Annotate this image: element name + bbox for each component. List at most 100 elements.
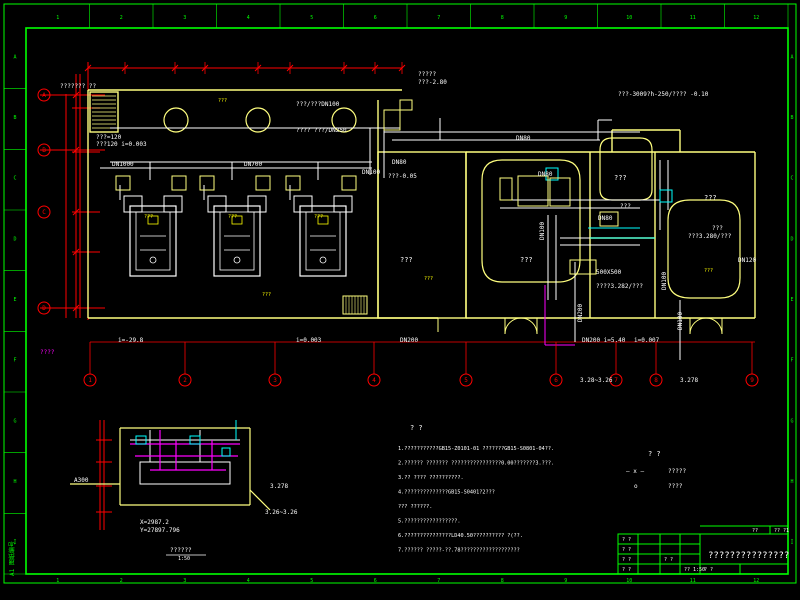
frame-tick-label: 6 xyxy=(374,15,377,21)
svg-text:DN700: DN700 xyxy=(244,161,262,168)
notes-heading: ? ? xyxy=(410,424,423,432)
frame-tick-label: I xyxy=(790,540,793,546)
svg-text:? ?: ? ? xyxy=(664,557,673,563)
frame-tick-label: C xyxy=(790,176,793,182)
svg-text:???3.280/???: ???3.280/??? xyxy=(688,233,732,240)
svg-text:???: ??? xyxy=(228,214,237,220)
svg-text:???: ??? xyxy=(704,268,713,274)
svg-text:???: ??? xyxy=(712,225,723,232)
frame-tick-label: 4 xyxy=(247,15,250,21)
legend-symbol: — x — xyxy=(626,468,644,475)
dimension-lines xyxy=(40,62,755,343)
detail-view: X=2987.2 Y=27897.796 3.278 3.26~3.26 A30… xyxy=(70,420,298,562)
svg-text:?? ?1: ?? ?1 xyxy=(774,528,789,534)
equipment-tags: ??? ??? ??? ??? ??? ??? ??? xyxy=(144,98,713,298)
side-stamp: A1 图纸编号 xyxy=(8,541,16,576)
frame-tick-label: 5 xyxy=(310,15,313,21)
note-item: ??? ??????. xyxy=(398,504,432,510)
svg-text:???: ??? xyxy=(620,203,631,210)
frame-tick-label: E xyxy=(13,297,16,303)
svg-text:???: ??? xyxy=(144,214,153,220)
svg-text:????: ???? xyxy=(40,349,55,356)
svg-text:? ?: ? ? xyxy=(622,547,631,553)
frame-tick-label: 11 xyxy=(690,15,696,21)
svg-text:DN80: DN80 xyxy=(598,215,613,222)
frame-tick-label: 7 xyxy=(437,15,440,21)
frame-tick-label: 7 xyxy=(437,578,440,584)
frame-tick-label: B xyxy=(13,115,16,121)
note-item: 7.?????? ?????-??.78??????????????????? xyxy=(398,548,520,554)
svg-text:???: ??? xyxy=(520,256,533,264)
grid-col-label: 7 xyxy=(614,377,618,384)
note-item: 3.?? ???? ??????????. xyxy=(398,475,464,481)
svg-text:A300: A300 xyxy=(74,477,89,484)
dimension-ticks xyxy=(72,62,406,312)
svg-text:DN100: DN100 xyxy=(661,272,668,290)
svg-text:3.28~3.26: 3.28~3.26 xyxy=(580,377,613,384)
legend-heading: ? ? xyxy=(648,450,661,458)
svg-text:???: ??? xyxy=(704,194,717,202)
grid-row-label: C xyxy=(42,209,46,216)
plan-vertical-labels: DN100 DN200 DN100 DN100 xyxy=(539,222,684,330)
frame-tick-label: 4 xyxy=(247,578,250,584)
frame-tick-label: 9 xyxy=(564,578,567,584)
svg-text:DN80: DN80 xyxy=(516,135,531,142)
svg-text:DN120: DN120 xyxy=(738,257,756,264)
frame-tick-label: 1 xyxy=(56,578,59,584)
svg-text:???120 i=0.003: ???120 i=0.003 xyxy=(96,141,147,148)
column-circles xyxy=(163,107,357,133)
frame-tick-label: 5 xyxy=(310,578,313,584)
frame-tick-label: D xyxy=(13,236,16,242)
svg-text:???=120: ???=120 xyxy=(96,134,122,141)
svg-text:DN100: DN100 xyxy=(362,169,380,176)
grid-col-label: 9 xyxy=(750,377,754,384)
svg-text:? ?: ? ? xyxy=(622,557,631,563)
svg-text:1:50: 1:50 xyxy=(178,556,190,562)
svg-text:???-2.80: ???-2.80 xyxy=(418,79,447,86)
grid-row-label: B xyxy=(42,147,46,154)
svg-text:DN200: DN200 xyxy=(577,304,584,322)
svg-text:???: ??? xyxy=(400,256,413,264)
note-item: 6.???????????????LD40.50?????????? ?(??. xyxy=(398,533,523,539)
pipes xyxy=(100,118,681,360)
frame-tick-label: I xyxy=(13,540,16,546)
svg-text:X=2987.2: X=2987.2 xyxy=(140,519,169,526)
cyan-lines xyxy=(545,167,673,239)
svg-text:DN200 i=5.40: DN200 i=5.40 xyxy=(582,337,626,344)
svg-text:???/???DN100: ???/???DN100 xyxy=(296,101,340,108)
frame-tick-label: A xyxy=(790,54,793,60)
frame-tick-label: H xyxy=(790,479,793,485)
building-walls xyxy=(87,89,756,319)
note-item: 5.?????????????????. xyxy=(398,519,460,525)
svg-text:? ?: ? ? xyxy=(622,537,631,543)
grid-col-label: 2 xyxy=(183,377,187,384)
grid-col-label: 6 xyxy=(554,377,558,384)
grid-row-label: A xyxy=(42,92,46,99)
hot-pipe xyxy=(544,285,575,346)
frame-tick-label: 10 xyxy=(626,15,632,21)
title-block-text: ??????????????? ? ? ? ? ? ? ? ? ? ? ? ? … xyxy=(622,528,789,573)
svg-text:DN1000: DN1000 xyxy=(112,161,134,168)
frame-tick-label: E xyxy=(790,297,793,303)
frame-tick-label: G xyxy=(13,418,16,424)
svg-text:???: ??? xyxy=(314,214,323,220)
grid-col-label: 4 xyxy=(372,377,376,384)
svg-text:??????: ?????? xyxy=(170,547,192,554)
stair-hatch xyxy=(92,95,116,129)
note-item: 1.???????????GB15-Z0101-01 ???????GB15-S… xyxy=(398,446,554,452)
frame-tick-label: 2 xyxy=(120,15,123,21)
frame-tick-label: 9 xyxy=(564,15,567,21)
frame-tick-label: 3 xyxy=(183,15,186,21)
plan-labels: ??????? ?? ????? ???-2.80 ???-3009?h-250… xyxy=(40,71,756,384)
svg-text:?????: ????? xyxy=(418,71,436,78)
frame-tick-label: 12 xyxy=(753,15,759,21)
svg-text:? ?: ? ? xyxy=(622,567,631,573)
frame-tick-label: 3 xyxy=(183,578,186,584)
svg-text:??: ?? xyxy=(752,528,758,534)
svg-text:???-3009?h-250/???? -0.10: ???-3009?h-250/???? -0.10 xyxy=(618,91,709,98)
drawing-title: ??????????????? xyxy=(708,551,789,561)
